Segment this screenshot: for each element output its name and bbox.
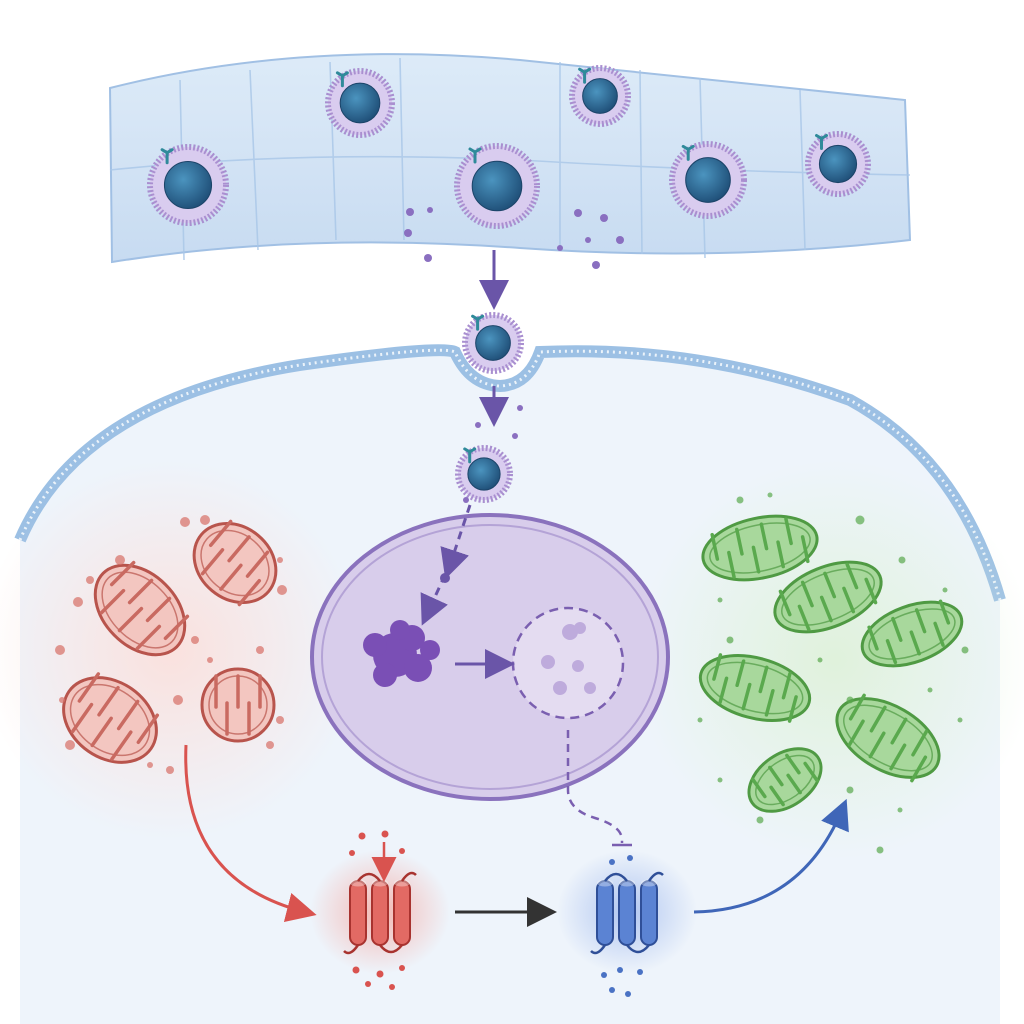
exosome-icon (325, 68, 395, 138)
mitochondrial-debris (55, 515, 287, 774)
ion-channel-icon (590, 871, 664, 955)
channel-to-healthy-arrow (693, 798, 849, 914)
exosome-icon (454, 143, 540, 229)
healthy-mitochondrion-icon (701, 514, 819, 582)
exosome-icon (462, 312, 524, 374)
blue-ions (601, 855, 643, 997)
exosome-icon (669, 141, 747, 219)
red-ions (349, 830, 405, 990)
damaged-mitochondria-group (55, 515, 287, 774)
healthy-mitochondrion-icon (747, 747, 823, 813)
damaged-mitochondrion-icon (192, 519, 278, 607)
exosome-icon (147, 144, 229, 226)
exosome-group (147, 65, 871, 503)
damaged-mitochondrion-icon (62, 672, 160, 764)
released-cargo-icon (511, 606, 625, 720)
ion-channel-icon (343, 871, 417, 955)
healthy-mitochondrion-icon (835, 693, 941, 783)
healthy-mitochondrion-icon (773, 560, 883, 634)
healthy-mitochondria-group (697, 492, 969, 854)
damaged-mitochondrion-icon (93, 560, 190, 657)
entry-particle (440, 573, 450, 583)
exosome-icon (805, 131, 871, 197)
healthy-zone-glow (635, 460, 1024, 860)
healthy-particles (697, 492, 969, 854)
damaged-mitochondrion-icon (200, 667, 276, 743)
healthy-mitochondrion-icon (698, 653, 812, 723)
exosome-icon (455, 445, 513, 503)
cargo-aggregate-icon (363, 620, 440, 687)
healthy-mitochondrion-icon (860, 599, 964, 668)
damage-to-channel-arrow (184, 744, 317, 923)
exosome-icon (569, 65, 631, 127)
inhibition-icon (566, 730, 632, 847)
